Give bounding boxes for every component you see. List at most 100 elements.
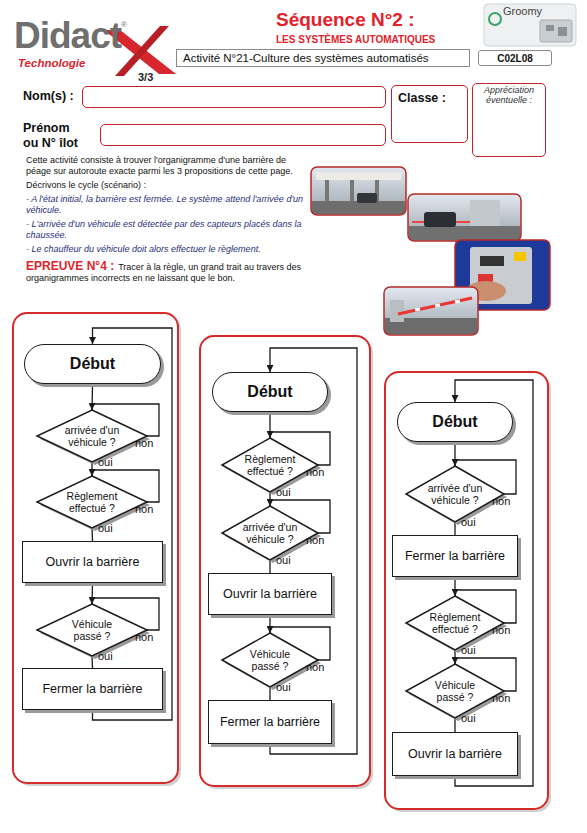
chip <box>558 27 567 36</box>
edge-label: non <box>306 662 324 673</box>
edge-label: oui <box>461 645 476 656</box>
flow-connector <box>454 718 455 732</box>
diamond-border <box>406 466 504 522</box>
decision-diamond: Véhicule passé ? <box>37 604 147 656</box>
edge-label: oui <box>98 523 113 534</box>
circuit-board <box>540 20 572 42</box>
process-text: Ouvrir la barrière <box>393 733 517 775</box>
sequence-title: Séquence N°2 : <box>276 9 415 31</box>
edge-label: non <box>306 467 324 478</box>
text-column: Cette activité consiste à trouver l'orga… <box>26 155 310 284</box>
edge-label: non <box>492 625 510 636</box>
flowchart-panel <box>13 313 178 783</box>
registered-mark: ® <box>121 20 127 29</box>
diamond-border <box>406 596 504 650</box>
decision-diamond: Véhicule passé ? <box>222 633 318 687</box>
flow-connector <box>454 522 455 535</box>
logo-x-stroke <box>115 26 169 76</box>
intro-text: Cette activité consiste à trouver l'orga… <box>26 155 310 177</box>
process-box: Ouvrir la barrière <box>22 541 163 583</box>
decision-text: Véhicule passé ? <box>58 604 126 656</box>
brand-name: Groomy <box>503 5 542 17</box>
process-box: Fermer la barrière <box>208 700 332 744</box>
activity-title: Activité N°21-Culture des systèmes autom… <box>183 50 429 66</box>
activity-box: Activité N°21-Culture des systèmes autom… <box>176 49 470 67</box>
logo-subtitle: Technologie <box>18 57 85 69</box>
edge-label: non <box>492 693 510 704</box>
diamond-border <box>406 664 504 718</box>
diamond-border <box>37 604 147 656</box>
process-text: Fermer la barrière <box>393 536 517 576</box>
flow-connector <box>269 687 270 700</box>
edge-label: non <box>135 632 153 643</box>
decision-diamond: arrivée d'un véhicule ? <box>406 466 504 522</box>
groomy-logo <box>484 4 576 46</box>
process-text: Fermer la barrière <box>23 669 162 709</box>
scenario-step: - L'arrivée d'un véhicule est détectée p… <box>26 219 310 241</box>
reference-code: C02L08 <box>479 51 551 65</box>
start-terminal: Début <box>24 344 161 384</box>
barrier-photo <box>384 287 478 335</box>
terminal-text: Début <box>398 403 512 441</box>
edge-label: non <box>135 504 153 515</box>
toll-photo <box>311 167 406 215</box>
decision-text: Véhicule passé ? <box>240 633 300 687</box>
flow-connector <box>93 328 173 720</box>
terminal-text: Début <box>25 345 160 383</box>
scenario-step: - A l'état initial, la barrière est ferm… <box>26 194 310 216</box>
field-label: Prénom ou N° îlot <box>23 121 83 151</box>
edge-label: oui <box>461 713 476 724</box>
edge-label: oui <box>461 517 476 528</box>
flow-connector <box>269 560 270 573</box>
process-box: Fermer la barrière <box>22 668 163 710</box>
scenario-heading: Décrivons le cycle (scénario) : <box>26 180 310 191</box>
diamond-border <box>37 410 147 462</box>
decision-diamond: Règlement effectué ? <box>37 476 147 528</box>
edge-label: non <box>492 496 510 507</box>
edge-label: oui <box>276 682 291 693</box>
process-box: Fermer la barrière <box>392 535 518 577</box>
edge-label: oui <box>98 457 113 468</box>
grade-box: Appréciation éventuelle : <box>472 83 546 157</box>
decision-diamond: arrivée d'un véhicule ? <box>222 506 318 560</box>
diamond-border <box>222 438 318 492</box>
edge-label: oui <box>276 555 291 566</box>
edge-label: oui <box>98 651 113 662</box>
sequence-subtitle: LES SYSTÈMES AUTOMATIQUES <box>276 34 435 45</box>
diamond-border <box>37 476 147 528</box>
field-label: Nom(s) : <box>23 89 81 104</box>
groomy-swirl <box>489 13 501 25</box>
process-box: Ouvrir la barrière <box>392 732 518 776</box>
decision-text: Règlement effectué ? <box>58 476 126 528</box>
start-terminal: Début <box>397 402 513 442</box>
start-terminal: Début <box>212 372 328 412</box>
edge-label: non <box>135 438 153 449</box>
decision-diamond: Règlement effectué ? <box>406 596 504 650</box>
diamond-border <box>222 633 318 687</box>
process-text: Fermer la barrière <box>209 701 331 743</box>
chip <box>546 25 554 31</box>
field-label: Classe : <box>398 91 446 105</box>
class-field: Classe : <box>391 85 468 143</box>
decision-text: Véhicule passé ? <box>425 664 486 718</box>
decision-text: Règlement effectué ? <box>240 438 300 492</box>
logo-text: Didact <box>14 16 121 56</box>
page-number: 3/3 <box>138 71 153 83</box>
decision-diamond: arrivée d'un véhicule ? <box>37 410 147 462</box>
grade-label: Appréciation éventuelle : <box>473 85 545 105</box>
form-field: Prénom ou N° îlot <box>100 124 386 146</box>
form-field: Nom(s) : <box>82 86 386 108</box>
process-box: Ouvrir la barrière <box>208 573 332 615</box>
decision-text: arrivée d'un véhicule ? <box>58 410 126 462</box>
terminal-text: Début <box>213 373 327 411</box>
decision-text: arrivée d'un véhicule ? <box>240 506 300 560</box>
task-heading: EPREUVE N°4 : <box>26 259 114 273</box>
diamond-border <box>222 506 318 560</box>
process-text: Ouvrir la barrière <box>23 542 162 582</box>
decision-text: Règlement effectué ? <box>425 596 486 650</box>
edge-label: non <box>306 535 324 546</box>
decision-diamond: Règlement effectué ? <box>222 438 318 492</box>
decision-diamond: Véhicule passé ? <box>406 664 504 718</box>
decision-text: arrivée d'un véhicule ? <box>425 466 486 522</box>
scenario-step: - Le chauffeur du véhicule doit alors ef… <box>26 244 310 255</box>
